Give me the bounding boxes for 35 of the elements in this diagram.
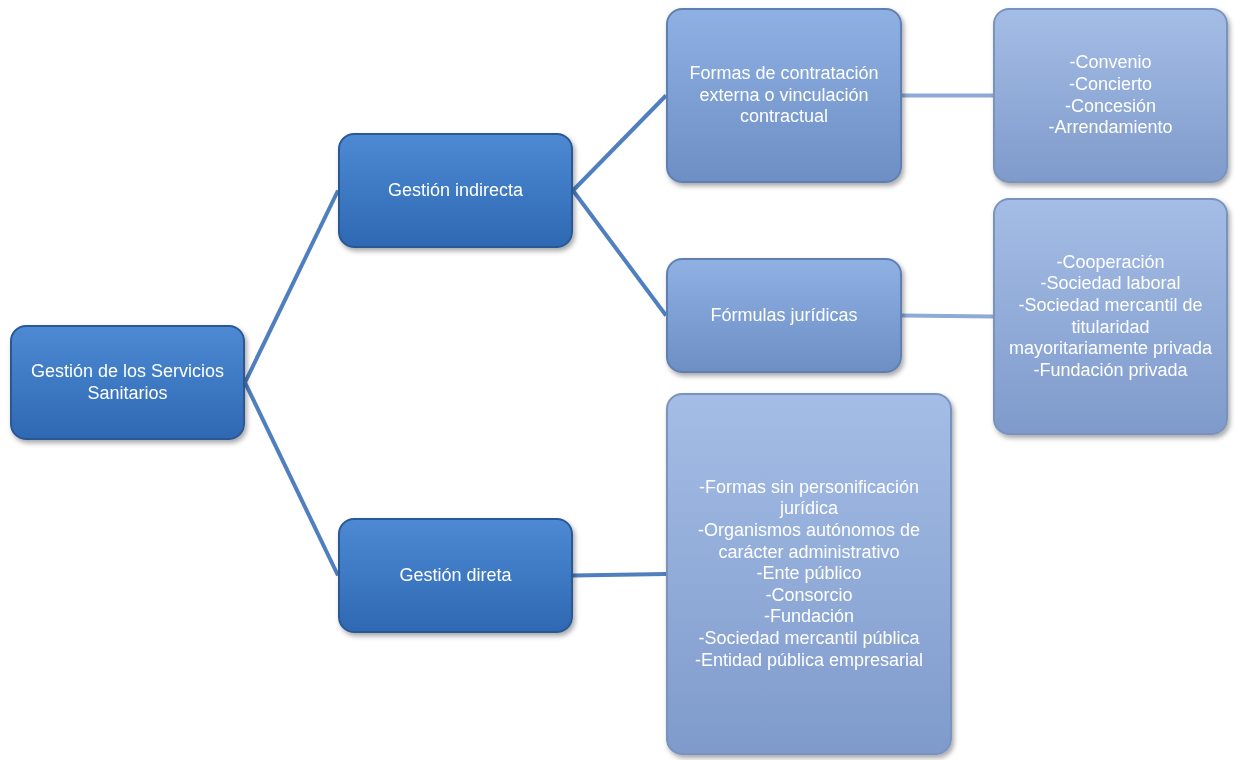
box-label: -Convenio xyxy=(1069,52,1152,74)
process-box xyxy=(993,198,1228,435)
box-label: Gestión de los Servicios Sanitarios xyxy=(29,360,226,405)
connector-line xyxy=(571,94,668,192)
connector-line xyxy=(572,572,667,578)
box-label: -Arrendamiento xyxy=(1048,117,1173,139)
process-box xyxy=(338,133,573,248)
box-label: Gestión direta xyxy=(399,564,512,587)
process-box xyxy=(666,393,952,755)
box-label: -Entidad pública empresarial xyxy=(694,649,924,672)
connector-line xyxy=(243,381,340,577)
box-label: -Organismos autónomos de carácter administrativo xyxy=(696,520,922,564)
connector-line xyxy=(571,189,668,317)
box-label: -Formas sin personificación jurídica xyxy=(697,476,921,520)
process-box xyxy=(10,325,245,440)
box-label: -Concesión xyxy=(1064,95,1156,118)
box-label: Formas de contratación externa o vinculación contractual xyxy=(688,63,880,128)
box-label: Fórmulas jurídicas xyxy=(710,304,858,327)
box-label: -Sociedad mercantil pública xyxy=(698,628,920,650)
process-box xyxy=(338,518,573,633)
box-label: -Ente público xyxy=(756,563,862,585)
box-label: -Fundación privada xyxy=(1033,359,1188,382)
process-box xyxy=(666,8,902,183)
process-box xyxy=(993,8,1228,183)
box-label: -Concierto xyxy=(1069,73,1152,96)
connector-line xyxy=(243,189,340,384)
box-label: -Fundación xyxy=(763,606,855,628)
box-label: -Cooperación xyxy=(1056,251,1165,274)
connector-line xyxy=(901,313,994,319)
process-box xyxy=(666,258,902,373)
box-label: Gestión indirecta xyxy=(387,179,524,202)
connector-line xyxy=(902,93,993,98)
box-label: -Sociedad mercantil de titularidad mayoritariamente privada xyxy=(1007,294,1214,360)
box-label: -Consorcio xyxy=(765,584,853,607)
box-label: -Sociedad laboral xyxy=(1040,273,1181,295)
